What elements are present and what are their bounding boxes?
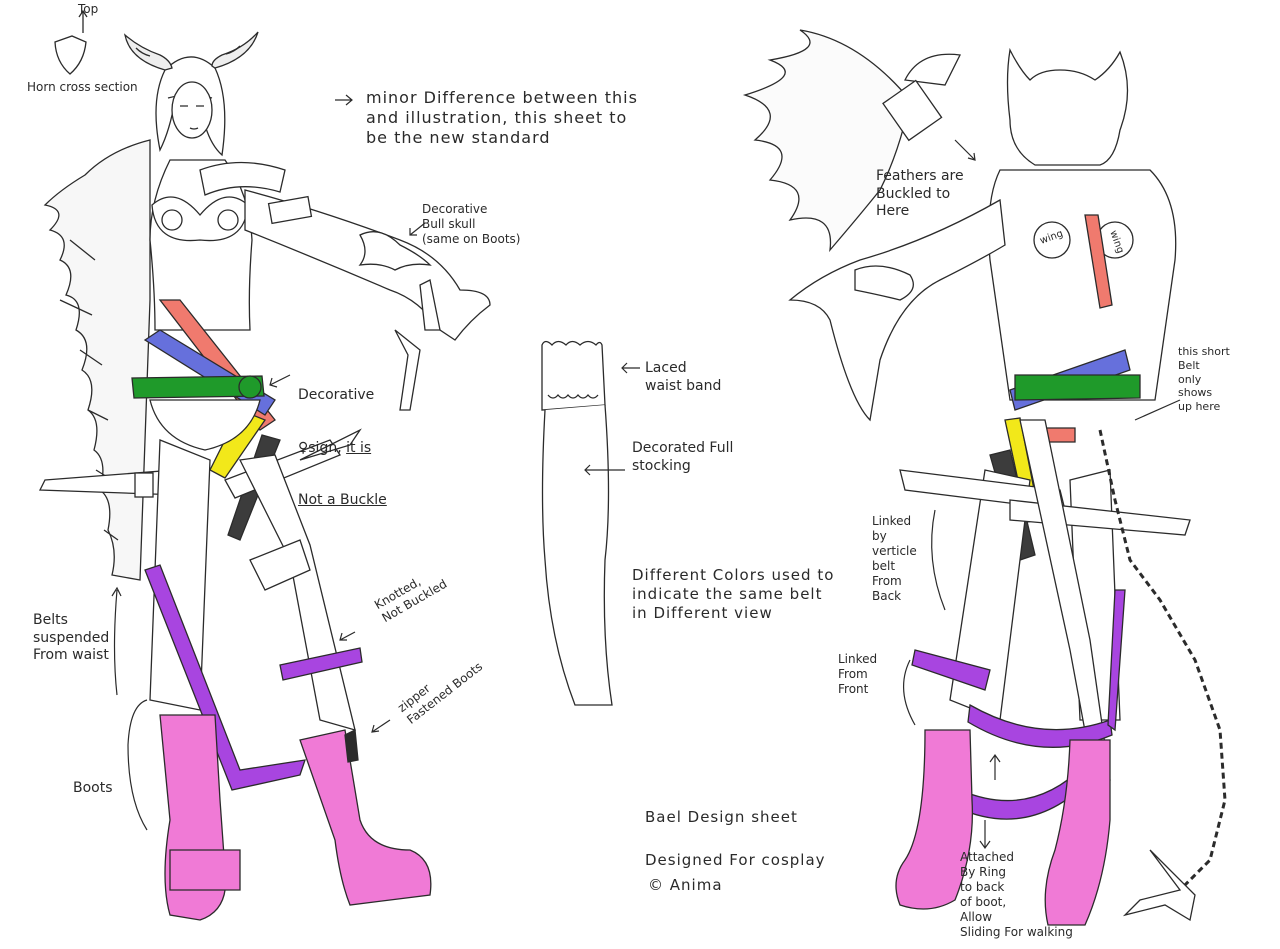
decorated-full-stocking — [541, 404, 613, 706]
laced-waist-band-label: Laced waist band — [645, 360, 722, 394]
boots-label: Boots — [73, 780, 113, 796]
decorative-sign-line2: ♀sign, it is — [298, 440, 387, 458]
back-head — [1006, 47, 1129, 166]
chain — [1098, 429, 1227, 892]
belt-red-back — [1084, 214, 1113, 309]
front-view-figure — [38, 9, 491, 921]
belt-green-back — [1014, 374, 1141, 401]
minor-difference-note: minor Difference between this and illust… — [366, 88, 638, 147]
belt-purple-front-hanging — [144, 564, 306, 791]
decorative-bull-skull-label: Decorative Bull skull (same on Boots) — [422, 202, 521, 246]
chain-anchor — [1122, 849, 1196, 922]
female-sign-text: ♀sign, — [298, 439, 342, 456]
belt-purple-back-2 — [967, 703, 1113, 748]
left-horn — [123, 33, 173, 71]
it-is-text: it is — [346, 439, 372, 456]
belt-green-front — [131, 375, 265, 399]
horn-cross-section-icon — [54, 35, 87, 75]
decorated-full-stocking-label: Decorated Full stocking — [632, 440, 734, 474]
attached-by-ring-label: Attached By Ring to back of boot, Allow … — [960, 850, 1073, 939]
decorative-bull-skull — [358, 231, 432, 271]
feather-buckle — [882, 79, 943, 142]
horn-cross-section-label: Horn cross section — [27, 80, 138, 94]
linked-front-label: Linked From Front — [838, 652, 878, 696]
stocking-drawing — [541, 340, 613, 706]
front-right-boot — [299, 729, 432, 906]
not-a-buckle-text: Not a Buckle — [298, 492, 387, 508]
fur-cape — [43, 139, 151, 581]
feathers-buckled-label: Feathers are Buckled to Here — [876, 168, 964, 219]
belt-purple-back-1 — [911, 649, 991, 691]
decorative-sign-label: Decorative ♀sign, it is Not a Buckle — [298, 352, 387, 527]
decorative-sign-line1: Decorative — [298, 387, 375, 403]
bael-design-sheet-title: Bael Design sheet — [645, 808, 798, 826]
back-right-boot — [1044, 739, 1111, 926]
top-label: Top — [78, 2, 99, 16]
annotation-arrows — [111, 94, 1181, 850]
designed-for-cosplay-label: Designed For cosplay — [645, 851, 826, 869]
linked-verticle-label: Linked by verticle belt From Back — [872, 514, 917, 603]
different-colors-note: Different Colors used to indicate the sa… — [632, 566, 835, 622]
laced-waist-band — [541, 340, 606, 411]
belt-purple-front-knot — [279, 647, 363, 681]
copyright-label: © Anima — [648, 876, 723, 894]
back-torso — [988, 169, 1177, 401]
feather-fan — [742, 29, 911, 253]
belts-suspended-label: Belts suspended From waist — [33, 612, 110, 663]
belt-yellow-front — [209, 409, 266, 479]
back-left-boot — [895, 729, 974, 910]
short-belt-label: this short Belt only shows up here — [1178, 345, 1230, 413]
back-view-figure — [742, 29, 1227, 926]
back-extended-arm — [788, 198, 1006, 422]
